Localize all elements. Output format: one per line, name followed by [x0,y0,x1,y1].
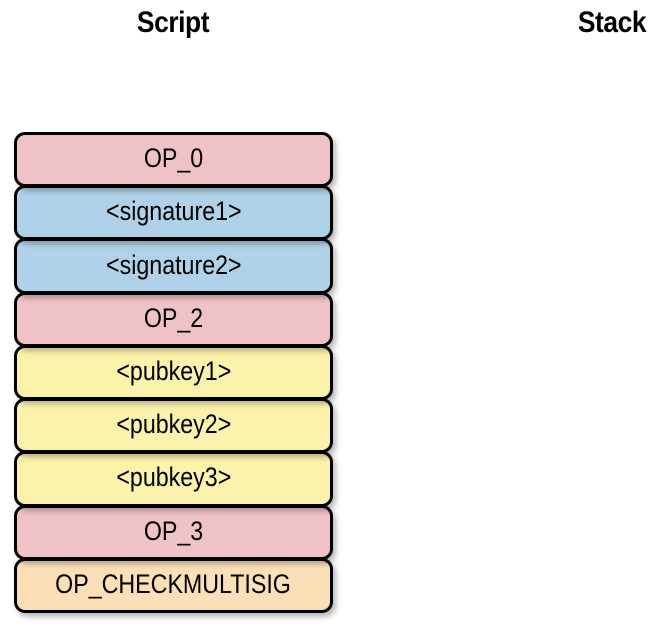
stack-column-header: Stack [577,6,647,39]
script-stack: OP_0 <signature1> <signature2> OP_2 <pubkey1… [14,132,333,613]
script-stack-item: OP_0 [14,132,333,188]
script-stack-item-label: <pubkey2> [116,409,231,440]
script-stack-item: <pubkey3> [14,451,333,507]
script-stack-item-label: OP_0 [143,143,204,174]
script-stack-item: <pubkey2> [14,398,333,454]
script-stack-item: OP_2 [14,291,333,347]
script-stack-item: OP_3 [14,504,333,560]
script-stack-item: <signature1> [14,185,333,241]
script-stack-item: OP_CHECKMULTISIG [14,557,333,613]
script-stack-item-label: OP_3 [143,515,204,546]
script-stack-item-label: <pubkey1> [116,355,231,386]
script-stack-item: <pubkey1> [14,344,333,401]
script-column-header: Script [136,6,210,39]
script-stack-item-label: <signature1> [105,196,242,227]
script-stack-item-label: <signature2> [105,249,242,280]
script-stack-item-label: OP_CHECKMULTISIG [55,568,292,599]
script-stack-item: <signature2> [14,238,333,294]
script-stack-item-label: OP_2 [143,302,204,333]
stack-column [392,132,657,613]
script-stack-item-label: <pubkey3> [116,462,231,493]
